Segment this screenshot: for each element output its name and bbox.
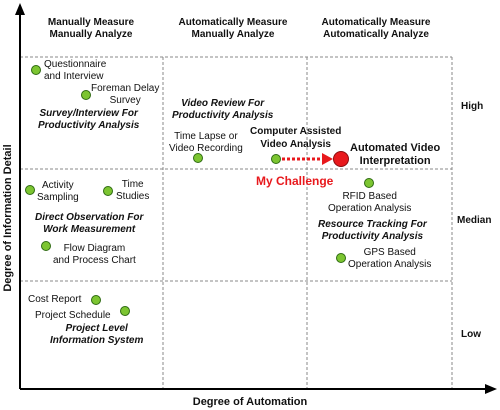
cava-dot	[271, 154, 281, 164]
x-axis-title: Degree of Automation	[192, 396, 308, 408]
row-label-median: Median	[457, 215, 492, 226]
cost-report-dot	[91, 295, 101, 305]
y-axis-arrow	[15, 3, 25, 15]
avi-dot	[333, 151, 349, 167]
cost-report-label: Cost Report	[28, 294, 82, 305]
rfid-dot	[364, 178, 374, 188]
time-lapse-dot	[193, 153, 203, 163]
gps-dot	[336, 253, 346, 263]
row-label-low: Low	[461, 329, 481, 340]
foreman-survey-dot	[81, 90, 91, 100]
row-label-high: High	[461, 101, 484, 112]
y-axis-title: Degree of Information Detail	[2, 144, 14, 292]
project-schedule-label: Project Schedule	[35, 310, 111, 321]
my-challenge-label: My Challenge	[256, 174, 334, 188]
activity-sampling-dot	[25, 185, 35, 195]
project-schedule-dot	[120, 306, 130, 316]
time-studies-dot	[103, 186, 113, 196]
challenge-arrow-head	[322, 153, 333, 165]
questionnaire-dot	[31, 65, 41, 75]
flow-diagram-dot	[41, 241, 51, 251]
x-axis-arrow	[485, 384, 497, 394]
